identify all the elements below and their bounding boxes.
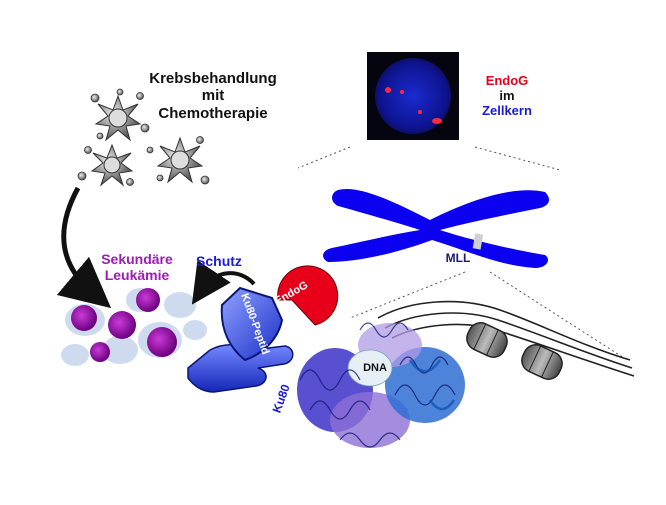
treatment-arrow: [56, 186, 112, 309]
nucleus-image: [367, 52, 459, 140]
drug-particle-3: [156, 136, 204, 184]
nucleosome-2: [521, 344, 563, 380]
chemo-particles: [77, 88, 210, 187]
zoom-lines: [297, 146, 625, 359]
leukemia-cells: [61, 288, 207, 366]
schutz-label: Schutz: [196, 253, 242, 269]
ku-protein-structure: [297, 322, 465, 448]
ku80-peptid-shield: Ku80-Peptid: [220, 286, 284, 362]
dna-label: DNA: [363, 362, 387, 374]
chromosome: [323, 188, 550, 268]
schutz-arrow: [191, 260, 256, 305]
mll-locus: [472, 233, 484, 250]
endog-nucleus-label: EndoG im Zellkern: [482, 73, 532, 118]
nucleosome-1: [466, 322, 508, 358]
endog-pacman: EndoG: [273, 265, 339, 326]
mll-label: MLL: [445, 251, 471, 265]
chemo-label: Krebsbehandlung mit Chemotherapie: [149, 70, 277, 122]
drug-particle-2: [90, 143, 134, 187]
leukemia-label: Sekundäre Leukämie: [101, 251, 173, 284]
drug-particle-1: [94, 94, 142, 142]
